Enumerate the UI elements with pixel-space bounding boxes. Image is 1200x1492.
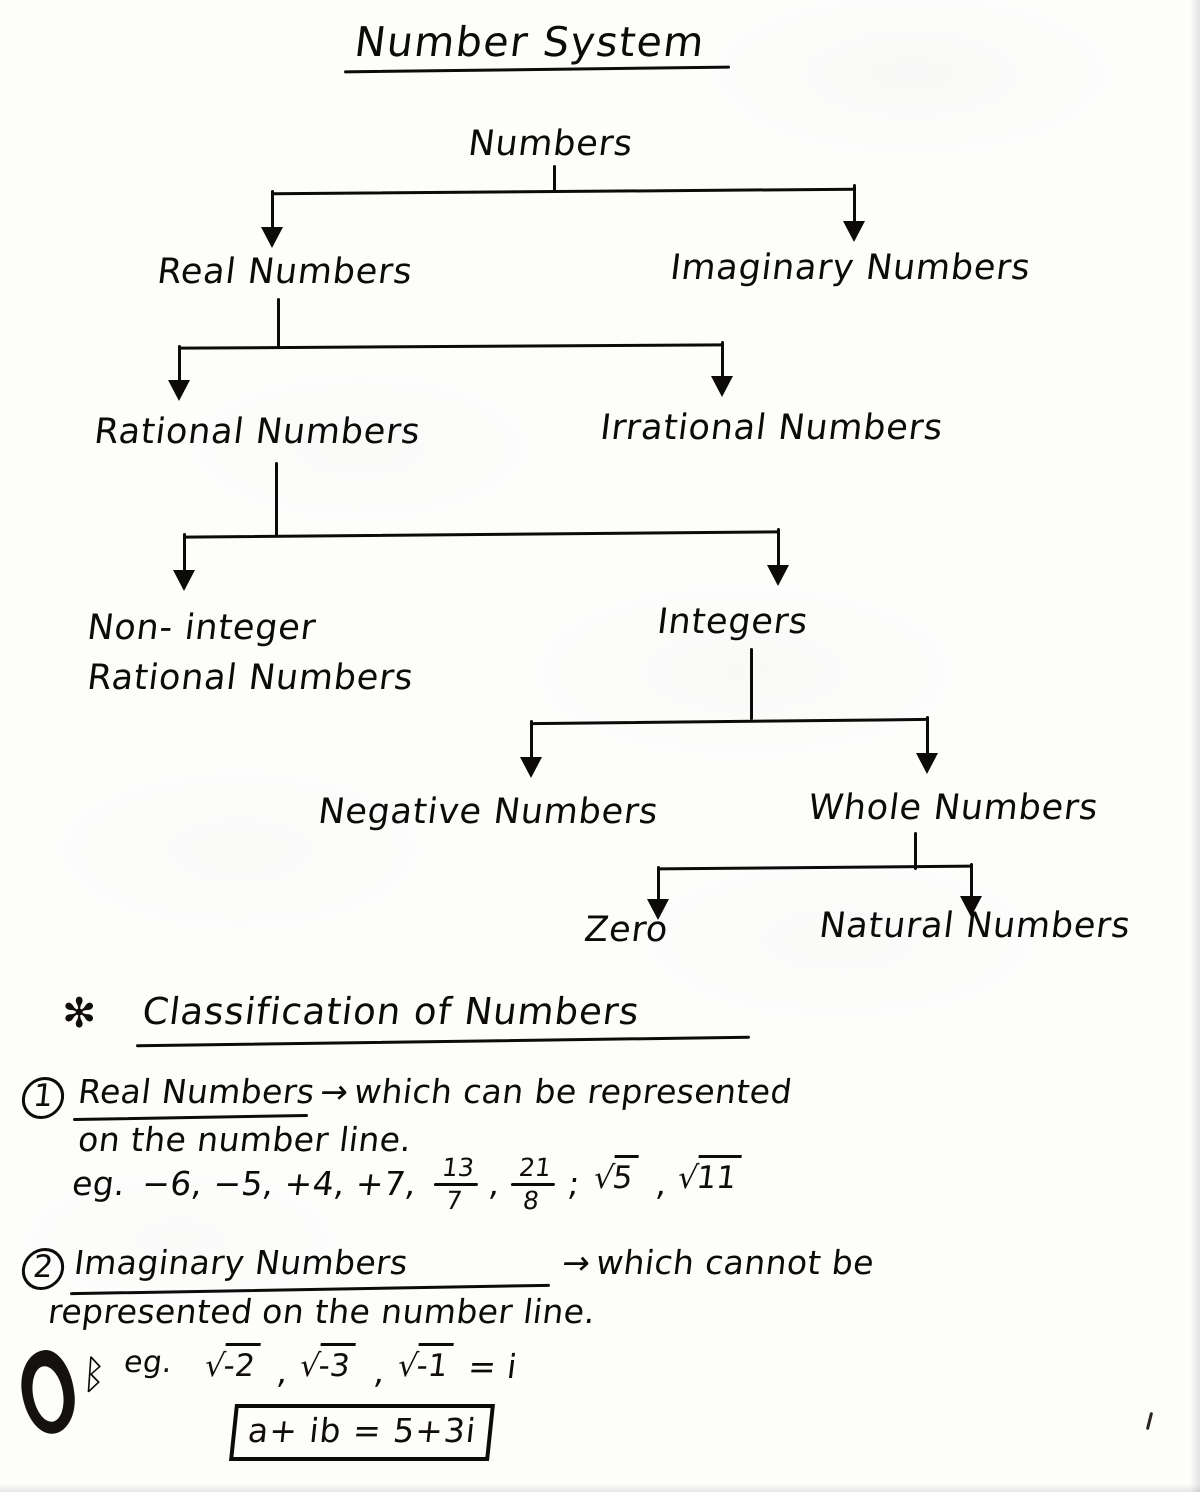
boxed-formula: a+ ib = 5+3i <box>229 1404 495 1461</box>
arrow-head-integers <box>767 565 789 586</box>
arrow-head-imaginary-numbers <box>843 221 865 242</box>
item-1-example-label: eg. <box>70 1164 128 1203</box>
radical-sqrt-neg-2: √-2 <box>203 1343 261 1384</box>
arrow-head-negative-numbers <box>520 757 542 778</box>
tree-node-non-integer-line2: Rational Numbers <box>85 658 416 698</box>
radicand: -3 <box>315 1343 356 1384</box>
item-1-radical-separator: , <box>654 1164 670 1203</box>
radical-sqrt-5: √5 <box>592 1155 639 1196</box>
tree-node-real-numbers: Real Numbers <box>155 252 415 292</box>
radical-sqrt-neg-3: √-3 <box>298 1343 356 1384</box>
arrow-head-whole-numbers <box>916 753 938 774</box>
connector-real-stem <box>277 298 280 348</box>
arrow-head-real-numbers <box>261 227 283 248</box>
fraction-numerator: 13 <box>440 1153 476 1182</box>
connector-level5-left-stem <box>657 866 660 904</box>
item-1-example-separator-2: ; <box>566 1164 583 1203</box>
connector-level5-bar <box>656 864 974 871</box>
page-title-underline <box>343 65 731 74</box>
connector-level3-left-stem <box>183 533 186 575</box>
connector-level2-left-stem <box>178 345 181 385</box>
arrow-head-non-integer-rational <box>173 570 195 591</box>
overwritten-character-mark: ᛒ <box>80 1352 108 1398</box>
connector-level2-bar <box>177 343 725 350</box>
fraction-denominator: 8 <box>521 1185 541 1215</box>
item-2-example-tail: = i <box>466 1347 520 1386</box>
item-2-example-label: eg. <box>122 1345 175 1380</box>
item-2-definition-line2-lead: represented <box>46 1292 256 1331</box>
item-2-arrow: → <box>560 1243 593 1282</box>
arrow-head-irrational-numbers <box>711 376 733 397</box>
radicand: 5 <box>609 1155 639 1196</box>
arrow-head-natural-numbers <box>960 896 982 917</box>
list-marker-1: 1 <box>19 1077 67 1119</box>
item-1-definition-line1: which can be represented <box>352 1072 795 1111</box>
fraction-21-over-8: 21 8 <box>507 1153 558 1215</box>
tree-node-negative-numbers: Negative Numbers <box>316 792 661 832</box>
item-1-arrow: → <box>318 1072 351 1111</box>
item-1-definition-line2: on the number line. <box>76 1120 414 1159</box>
item-1-term: Real Numbers <box>76 1072 317 1111</box>
connector-level4-bar <box>529 717 930 726</box>
section-heading-underline <box>136 1035 750 1048</box>
item-2-term: Imaginary Numbers <box>72 1243 411 1282</box>
item-1-example-separator-1: , <box>487 1164 503 1203</box>
page-bottom-shadow <box>0 1484 1200 1492</box>
fraction-denominator: 7 <box>444 1185 464 1215</box>
asterisk-icon: ✻ <box>62 989 97 1037</box>
section-heading: Classification of Numbers <box>140 990 643 1033</box>
tree-node-non-integer-line1: Non- integer <box>85 608 319 648</box>
arrow-head-rational-numbers <box>168 380 190 401</box>
tree-node-zero: Zero <box>582 910 671 950</box>
item-1-example-plain: −6, −5, +4, +7, <box>140 1164 419 1203</box>
connector-level3-right-stem <box>777 528 780 570</box>
connector-level4-right-stem <box>926 716 929 758</box>
tree-node-natural-numbers: Natural Numbers <box>817 906 1133 946</box>
connector-integers-stem <box>750 648 753 720</box>
tree-node-imaginary-numbers: Imaginary Numbers <box>668 248 1034 288</box>
tree-node-irrational-numbers: Irrational Numbers <box>598 408 946 448</box>
connector-level1-right-stem <box>853 184 856 226</box>
connector-level2-right-stem <box>721 341 724 381</box>
tree-node-rational-numbers: Rational Numbers <box>92 412 423 452</box>
fraction-13-over-7: 13 7 <box>430 1153 481 1215</box>
connector-whole-stem <box>914 832 917 870</box>
radicand: -1 <box>413 1343 454 1384</box>
tree-node-numbers: Numbers <box>466 124 636 164</box>
item-2-definition-line2: on the number line. <box>260 1292 598 1331</box>
arrow-head-zero <box>647 899 669 920</box>
connector-root-stem <box>553 165 556 193</box>
connector-level3-bar <box>182 530 781 539</box>
fraction-numerator: 21 <box>517 1153 553 1182</box>
stray-pen-mark <box>1145 1411 1154 1431</box>
connector-level5-right-stem <box>970 863 973 901</box>
item-2-example-separator-1: , <box>275 1352 291 1391</box>
page-edge-shadow <box>1190 0 1200 1492</box>
radicand: -2 <box>220 1343 261 1384</box>
connector-level1-left-stem <box>271 190 274 232</box>
tree-node-whole-numbers: Whole Numbers <box>806 788 1101 828</box>
item-2-definition-line1: which cannot be <box>594 1243 877 1282</box>
connector-level4-left-stem <box>530 720 533 762</box>
list-marker-2: 2 <box>19 1248 67 1290</box>
connector-rational-stem <box>275 462 278 537</box>
page-title: Number System <box>352 18 709 66</box>
connector-level1-bar <box>270 187 857 196</box>
radicand: 11 <box>693 1155 743 1196</box>
tree-node-integers: Integers <box>655 602 811 642</box>
item-2-example-separator-2: , <box>372 1352 388 1391</box>
radical-sqrt-neg-1: √-1 <box>396 1343 454 1384</box>
radical-sqrt-11: √11 <box>676 1155 743 1196</box>
